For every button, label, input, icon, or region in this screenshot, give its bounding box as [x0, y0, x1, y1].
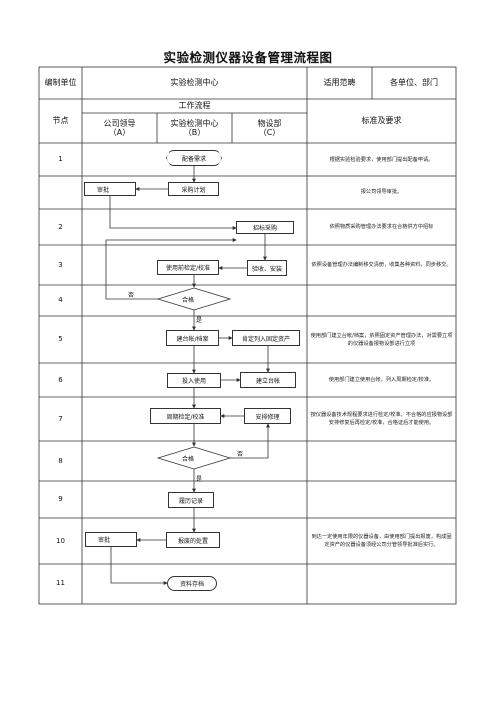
decision-qualified-2-label: 合格: [182, 456, 195, 463]
put-in-use-box: 投入使用: [167, 373, 221, 388]
page-title: 实验检测仪器设备管理流程图: [163, 50, 333, 65]
column-c-header: 物设部 （C）: [257, 119, 282, 137]
node-8: 8: [58, 457, 63, 465]
archive-terminal: 资料存档: [167, 576, 217, 591]
standard-1b: 报公司领导审批。: [360, 189, 403, 195]
arrange-repair-box: 安排修理: [244, 408, 291, 424]
standard-5: 使用部门建立台帐/档案，依照固定资产管理办法，对需要立项的仪器设备报物设部进行立…: [310, 332, 453, 347]
pre-use-calibration-box: 使用前检定/校准: [157, 260, 219, 275]
bid-purchase-box: 招标采购: [236, 221, 294, 234]
purchase-plan-box: 采购计划: [168, 182, 219, 196]
config-need-terminal: 配备需求: [166, 150, 222, 166]
build-ledger-2-box: 建立台帐: [240, 372, 296, 388]
node-6: 6: [58, 376, 63, 384]
column-a-header: 公司领导 （A）: [103, 119, 136, 137]
periodic-calibration-box: 周期检定/校准: [150, 408, 221, 424]
approve-box-2: 审批: [85, 532, 137, 547]
node-9: 9: [58, 495, 63, 503]
table-lines: [38, 66, 457, 605]
no-label-1: 否: [128, 292, 135, 299]
standard-7: 按仪器设备技术规程要求进行检定/校准，不合格的应报物设部安排修复后再检定/校准，…: [310, 412, 453, 426]
column-b-header: 实验检测中心 （B）: [170, 119, 219, 137]
no-label-2: 否: [237, 451, 244, 458]
scope-label: 适用范畴: [323, 78, 356, 87]
fixed-assets-box: 肯定列入固定资产: [232, 330, 300, 346]
unit-label: 编制单位: [44, 78, 77, 87]
decision-qualified-1-label: 合格: [182, 297, 195, 304]
standard-6: 使用部门建立使用台帐，列入周期检定/校准。: [328, 377, 435, 383]
standard-label: 标准及要求: [361, 116, 402, 125]
node-10: 10: [56, 537, 65, 545]
node-label: 节点: [52, 116, 69, 125]
node-4: 4: [58, 296, 63, 304]
workflow-label: 工作流程: [178, 101, 211, 110]
approve-box-1: 审批: [84, 182, 136, 196]
decision-shapes: [156, 287, 232, 470]
node-7: 7: [58, 415, 63, 423]
build-ledger-box: 建台帐/档案: [166, 330, 219, 346]
node-5: 5: [58, 335, 63, 343]
standard-2: 依照物质采购管理办法要求在合格供方中招标: [329, 224, 434, 230]
yes-label-1: 是: [196, 317, 203, 324]
flow-connectors: [105, 166, 270, 585]
accept-install-box: 验收、安装: [247, 260, 287, 276]
node-11: 11: [56, 579, 65, 587]
scope-value: 各单位、部门: [390, 78, 438, 87]
history-record-box: 履历记录: [168, 492, 214, 508]
node-1: 1: [58, 155, 63, 163]
standard-10: 到达一定使用年限的仪器设备，由使用部门提出报废，构成固定资产的仪器设备须经公司分…: [311, 534, 452, 548]
scrap-disposal-box: 报废的处置: [166, 532, 220, 548]
standard-3: 依照设备管理办法编制移交清册，收集各种资料，同步移交。: [311, 262, 452, 268]
node-2: 2: [58, 223, 63, 231]
standard-1: 根据实验检验要求，使用部门提出配备申请。: [329, 157, 434, 163]
yes-label-2: 是: [196, 476, 203, 483]
unit-value: 实验检测中心: [170, 78, 219, 87]
node-3: 3: [58, 261, 63, 269]
